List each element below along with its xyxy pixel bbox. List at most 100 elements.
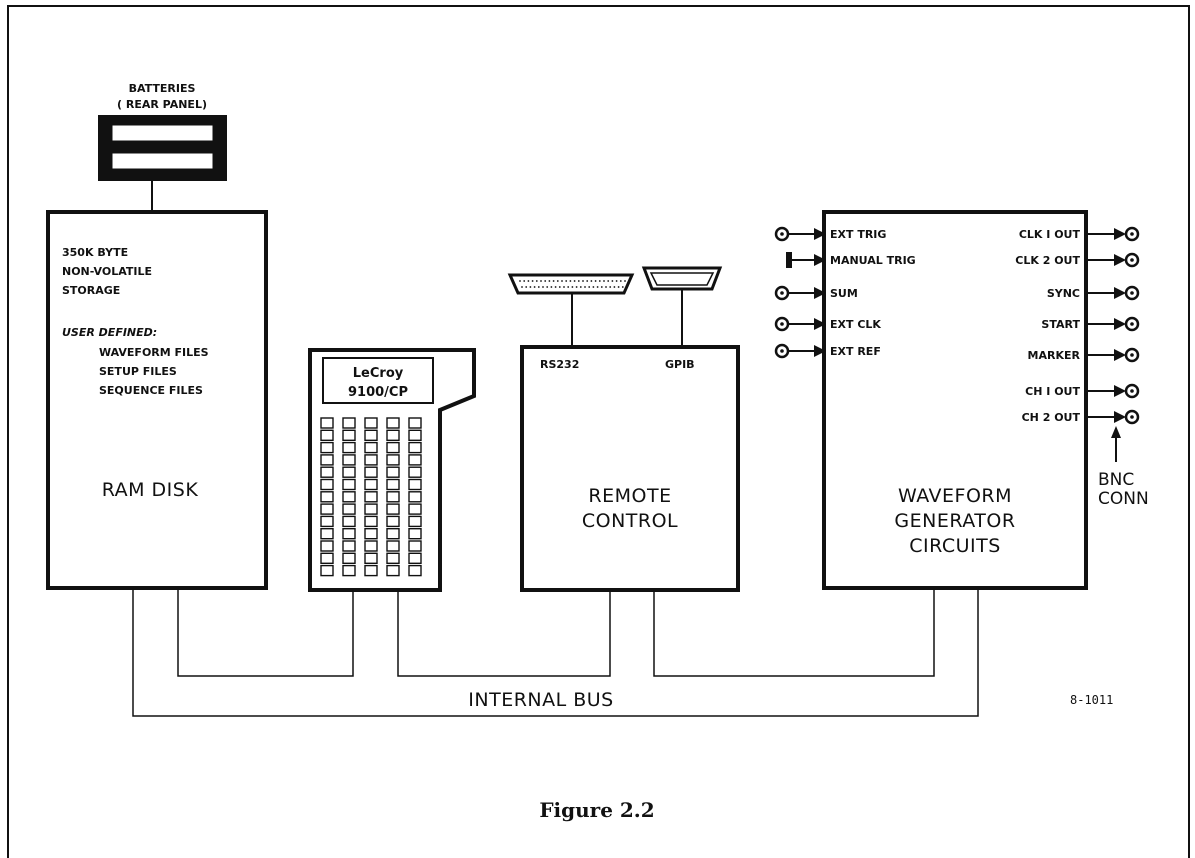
rs232-pin: [579, 286, 582, 288]
waveform-generator-block: WAVEFORM GENERATOR CIRCUITS EXT TRIG MAN…: [774, 210, 1140, 590]
keypad-key: [342, 515, 356, 528]
keypad-key: [342, 454, 356, 466]
keypad-key: [386, 478, 400, 491]
rs232-pin: [611, 280, 614, 282]
keypad-key: [364, 540, 378, 552]
keypad-key: [364, 564, 378, 577]
keypad-key: [342, 441, 356, 454]
rs232-pin: [573, 280, 576, 282]
user-defined-waveform-files: WAVEFORM FILES: [99, 346, 209, 359]
waveform-generator-box: [822, 210, 1088, 590]
rs232-pin: [529, 286, 532, 288]
keypad-key: [386, 454, 400, 466]
input-ext-clk: EXT CLK: [774, 316, 881, 332]
remote-control-title-1: REMOTE: [588, 485, 671, 507]
keypad-key: [342, 466, 356, 478]
output-clk1: CLK I OUT: [1019, 226, 1140, 242]
bus-outer: [132, 588, 979, 717]
keypad-key: [364, 441, 378, 454]
keypad-key: [342, 564, 356, 577]
rs232-pin: [584, 286, 586, 288]
rs232-pin: [590, 280, 593, 282]
battery-cell-1: [111, 124, 214, 142]
rs232-pin: [535, 280, 538, 282]
keypad-key: [364, 454, 378, 466]
keypad-key: [364, 466, 378, 478]
rs232-pin: [624, 280, 626, 282]
keypad-key: [320, 441, 334, 454]
serial-connectors: [507, 266, 723, 347]
batteries-label: BATTERIES: [129, 82, 196, 95]
keypad-key: [342, 491, 356, 503]
output-label-ch2: CH 2 OUT: [1022, 411, 1081, 424]
rs232-pin: [531, 280, 534, 282]
input-label-ext-ref: EXT REF: [830, 345, 881, 358]
keypad-key: [320, 552, 334, 564]
keypad-key: [342, 552, 356, 564]
output-label-sync: SYNC: [1047, 287, 1080, 300]
keypad-key: [320, 478, 334, 491]
rs232-pin: [619, 280, 622, 282]
keypad-key: [408, 417, 422, 429]
output-label-start: START: [1041, 318, 1080, 331]
keypad-key: [386, 491, 400, 503]
rs232-pin: [554, 286, 557, 288]
output-label-marker: MARKER: [1028, 349, 1081, 362]
rs232-pin: [607, 280, 610, 282]
keypad-key: [386, 564, 400, 577]
keypad-key: [408, 540, 422, 552]
user-defined-sequence-files: SEQUENCE FILES: [99, 384, 203, 397]
keypad-key: [320, 515, 334, 528]
rs232-pin: [537, 286, 540, 288]
keypad-key: [386, 417, 400, 429]
ram-disk-title: RAM DISK: [102, 479, 199, 501]
rs232-pin: [540, 280, 542, 282]
input-label-manual-trig: MANUAL TRIG: [830, 254, 916, 267]
controller-display: [322, 357, 434, 404]
keypad-key: [408, 564, 422, 577]
rs232-pin: [523, 280, 526, 282]
batteries-sublabel: ( REAR PANEL): [117, 98, 207, 111]
rs232-pin: [605, 286, 607, 288]
rs232-pin: [615, 280, 618, 282]
remote-control-title-2: CONTROL: [582, 510, 678, 532]
keypad-key: [408, 478, 422, 491]
rs232-pin: [598, 280, 601, 282]
rs232-pin: [546, 286, 549, 288]
rs232-pin: [525, 286, 528, 288]
rs232-pin: [609, 286, 612, 288]
keypad-key: [386, 540, 400, 552]
keypad-key: [408, 454, 422, 466]
keypad-key: [386, 528, 400, 540]
bnc-label-2: CONN: [1098, 489, 1149, 509]
keypad-key: [386, 441, 400, 454]
battery-cell-2: [111, 152, 214, 170]
rs232-pin: [565, 280, 568, 282]
keypad-key: [320, 429, 334, 441]
keypad-key: [364, 491, 378, 503]
rs232-port-label: RS232: [540, 358, 579, 371]
keypad-key: [408, 503, 422, 515]
keypad-key: [342, 429, 356, 441]
ram-disk-box: [46, 210, 268, 590]
output-label-ch1: CH I OUT: [1025, 385, 1080, 398]
rs232-pin: [552, 280, 555, 282]
rs232-pin: [613, 286, 616, 288]
bnc-annotation: BNC CONN: [1098, 426, 1149, 509]
rs232-pin: [567, 286, 570, 288]
keypad-key: [320, 540, 334, 552]
output-sync: SYNC: [1047, 285, 1140, 301]
rs232-pin: [542, 286, 544, 288]
keypad-key: [364, 429, 378, 441]
keypad-key: [320, 564, 334, 577]
output-ch2: CH 2 OUT: [1022, 409, 1140, 425]
rs232-pin: [582, 280, 584, 282]
rs232-pin: [588, 286, 591, 288]
keypad-key: [386, 429, 400, 441]
rs232-pin: [621, 286, 624, 288]
controller-keypad: [320, 417, 422, 577]
keypad-key: [408, 491, 422, 503]
input-ext-trig: EXT TRIG: [774, 226, 886, 242]
output-marker: MARKER: [1028, 347, 1140, 363]
